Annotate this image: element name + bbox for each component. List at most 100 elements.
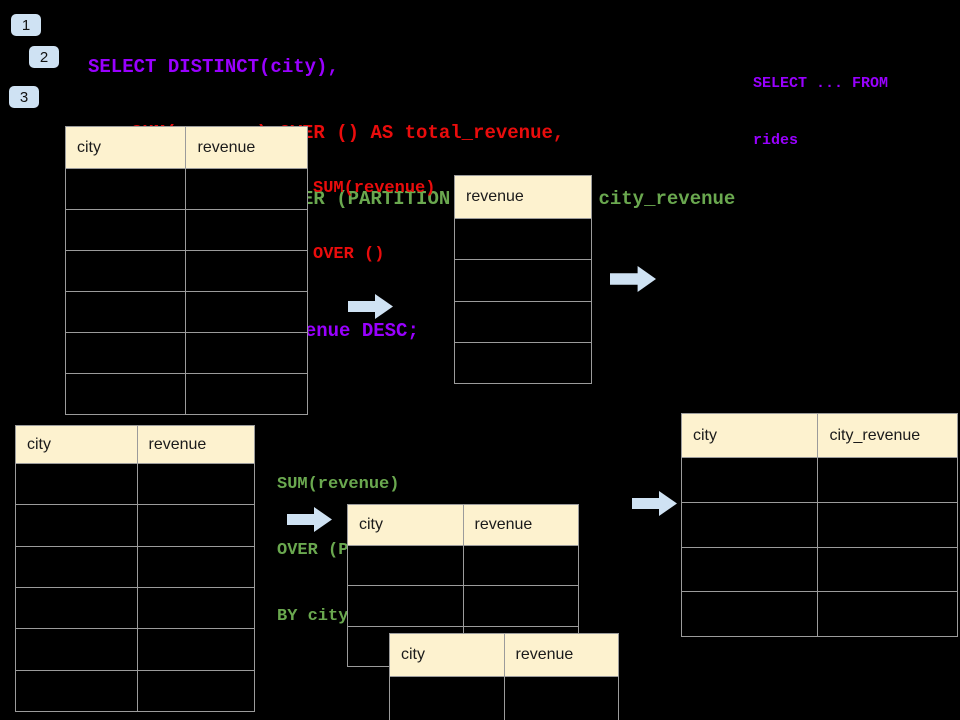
- table-row: [15, 462, 255, 506]
- column-header: city: [15, 425, 138, 464]
- partition-annotation-line1: SUM(revenue): [277, 475, 400, 494]
- table-row: [454, 217, 592, 261]
- empty-cell: [64, 332, 187, 374]
- column-header: city: [680, 413, 819, 458]
- step-badge-1-label: 1: [21, 16, 31, 34]
- table-row: [15, 504, 255, 547]
- header-row: revenue: [454, 175, 592, 219]
- empty-cell: [136, 462, 255, 506]
- total-annotation-line1: SUM(revenue): [313, 179, 436, 198]
- table-row: [64, 332, 308, 374]
- empty-cell: [817, 591, 958, 637]
- empty-cell: [462, 544, 579, 587]
- data-table: revenue: [454, 175, 592, 385]
- step-badge-2: 2: [29, 46, 59, 68]
- table-total-revenue-result: revenue: [454, 175, 592, 385]
- empty-cell: [64, 291, 187, 333]
- empty-cell: [454, 341, 592, 385]
- empty-cell: [64, 373, 187, 415]
- empty-cell: [185, 168, 308, 210]
- table-row: [64, 373, 308, 415]
- empty-cell: [15, 669, 138, 713]
- table-row: [680, 501, 958, 548]
- empty-cell: [185, 291, 308, 333]
- table-row: [347, 544, 579, 587]
- column-header: city_revenue: [817, 413, 958, 458]
- empty-cell: [15, 462, 138, 506]
- table-row: [64, 291, 308, 333]
- total-annotation-line2: OVER (): [313, 245, 385, 264]
- empty-cell: [136, 628, 255, 671]
- partition-annotation-line3: BY city): [277, 607, 359, 626]
- column-header: revenue: [503, 633, 619, 677]
- empty-cell: [185, 373, 308, 415]
- select-from-rides-note: SELECT ... FROM rides: [753, 36, 888, 188]
- empty-cell: [15, 504, 138, 547]
- column-header: city: [64, 126, 187, 169]
- empty-cell: [15, 628, 138, 671]
- empty-cell: [462, 585, 579, 627]
- table-row: [389, 676, 619, 720]
- table-row: [15, 545, 255, 588]
- empty-cell: [347, 544, 464, 587]
- step-badge-3: 3: [9, 86, 39, 108]
- empty-cell: [185, 250, 308, 292]
- table-row: [15, 669, 255, 713]
- empty-cell: [347, 585, 464, 627]
- empty-cell: [817, 546, 958, 593]
- table-row: [64, 250, 308, 292]
- empty-cell: [454, 300, 592, 343]
- empty-cell: [454, 259, 592, 302]
- table-row: [15, 586, 255, 630]
- empty-cell: [680, 501, 819, 548]
- select-from-note-line2: rides: [753, 132, 799, 149]
- sql-line-select: SELECT DISTINCT(city),: [88, 56, 339, 78]
- empty-cell: [136, 504, 255, 547]
- empty-cell: [680, 591, 819, 637]
- column-header: city: [389, 633, 505, 677]
- arrow-right-icon: [287, 507, 332, 532]
- empty-cell: [185, 209, 308, 251]
- empty-cell: [680, 457, 819, 503]
- total-revenue-annotation: SUM(revenue) OVER (): [313, 134, 435, 310]
- arrow-right-icon: [610, 266, 656, 292]
- empty-cell: [817, 457, 958, 503]
- table-row: [454, 300, 592, 343]
- empty-cell: [185, 332, 308, 374]
- table-row: [454, 259, 592, 302]
- select-from-note-line1: SELECT ... FROM: [753, 75, 889, 92]
- step-badge-1: 1: [11, 14, 41, 36]
- empty-cell: [15, 545, 138, 588]
- table-row: [454, 341, 592, 385]
- table-row: [680, 457, 958, 503]
- column-header: revenue: [185, 126, 308, 169]
- column-header: revenue: [136, 425, 255, 464]
- empty-cell: [15, 586, 138, 630]
- column-header: revenue: [462, 504, 579, 546]
- empty-cell: [136, 669, 255, 713]
- empty-cell: [136, 586, 255, 630]
- step-badge-3-label: 3: [19, 88, 29, 106]
- empty-cell: [64, 209, 187, 251]
- table-row: [680, 591, 958, 637]
- table-row: [680, 546, 958, 593]
- empty-cell: [64, 168, 187, 210]
- empty-cell: [389, 676, 505, 720]
- table-row: [15, 628, 255, 671]
- empty-cell: [503, 676, 619, 720]
- column-header: revenue: [454, 175, 592, 219]
- table-row: [64, 168, 308, 210]
- arrow-right-icon: [348, 294, 393, 319]
